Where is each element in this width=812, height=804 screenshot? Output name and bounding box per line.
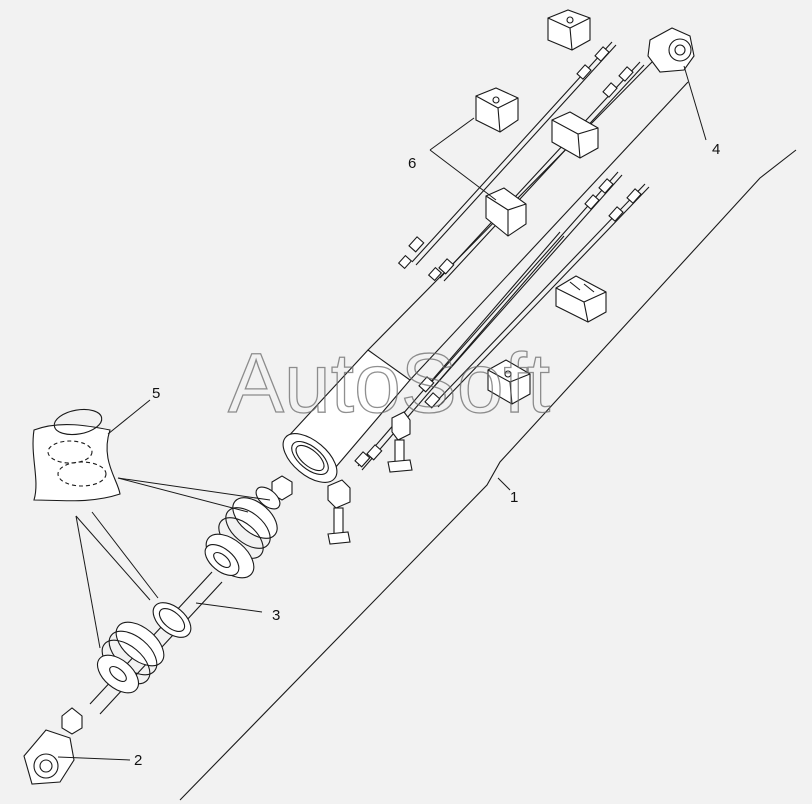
cylinder-head-eye [647, 27, 695, 73]
cylinder-tube [282, 59, 689, 483]
pipe-fittings [354, 46, 642, 468]
pipe-clamps [475, 9, 607, 405]
assembly-frame [179, 149, 797, 801]
leader-lines [57, 65, 707, 761]
callout-6: 6 [408, 155, 416, 172]
watermark-text: AutoSoft [228, 336, 550, 430]
callout-5: 5 [152, 385, 160, 402]
banjo-bolts [271, 411, 413, 545]
callout-4: 4 [712, 141, 720, 158]
callout-2: 2 [134, 752, 142, 769]
callout-3: 3 [272, 607, 280, 624]
seal-kit-bag [32, 408, 121, 502]
rod-gland [96, 621, 165, 694]
piston-assembly [204, 486, 281, 579]
rod-end-eye [23, 707, 83, 785]
callout-1: 1 [510, 489, 518, 506]
